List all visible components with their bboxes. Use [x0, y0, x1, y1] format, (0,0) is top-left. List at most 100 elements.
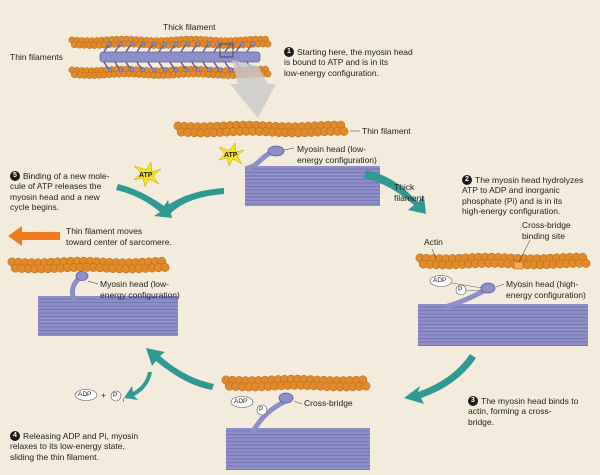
actin-bead	[361, 381, 371, 391]
actin-bead	[160, 262, 170, 272]
thick-filament-body	[226, 428, 370, 470]
step-1-text: Starting here, the myosin head is bound …	[284, 46, 413, 78]
label-thin-filaments: Thin filaments	[10, 52, 63, 62]
right-adp-bubble	[429, 275, 453, 287]
center-myosin-head	[267, 145, 285, 157]
right-site-leader	[518, 239, 531, 263]
myosin-head-tip	[162, 41, 168, 47]
myosin-head-tip	[129, 41, 135, 47]
released-pi-bubble	[110, 390, 122, 402]
arrow-step4-branch	[124, 372, 152, 400]
myosin-head-tip	[217, 67, 223, 73]
left-panel	[7, 226, 178, 336]
thick-filament-body	[38, 296, 178, 336]
bottom-pi-bubble	[256, 404, 268, 416]
right-panel	[415, 239, 591, 346]
label-pi-sub-released: i	[123, 398, 125, 404]
bottom-myosin-neck	[251, 399, 287, 433]
label-cross-bridge: Cross-bridge	[304, 398, 353, 408]
label-adp-released: ADP	[78, 391, 92, 398]
right-myosin-neck	[445, 287, 489, 309]
left-myosin-head	[75, 271, 89, 281]
released-products	[74, 161, 162, 402]
released-adp-bubble	[74, 389, 98, 401]
center-panel	[173, 120, 393, 206]
step-5-number: 5	[10, 170, 20, 181]
thick-filament-body	[245, 166, 380, 206]
top-myosin-heads	[103, 41, 256, 73]
label-adp-bottom: ADP	[234, 398, 248, 405]
label-thick-filament-center: Thick filament	[394, 182, 424, 203]
arrow-step2	[364, 170, 426, 214]
zoom-arrow	[230, 60, 276, 118]
label-myosin-low-left: Myosin head (low- energy configuration)	[100, 279, 180, 300]
thick-filament-body	[418, 304, 588, 346]
actin-bead	[339, 126, 349, 136]
step-1-number: 1	[284, 46, 294, 57]
left-atp-star	[133, 161, 162, 188]
step-4-number: 4	[10, 430, 20, 441]
right-pi-bubble	[455, 284, 467, 296]
top-thick-filament	[99, 51, 261, 63]
myosin-head-tip	[195, 41, 201, 47]
right-myosin-head	[480, 282, 496, 294]
bottom-adp-bubble	[230, 396, 254, 408]
bottom-actin	[221, 374, 371, 392]
arrow-step5	[116, 184, 172, 218]
myosin-head-tip	[151, 41, 157, 47]
label-atp-center: ATP	[224, 152, 238, 159]
myosin-head-tip	[184, 67, 190, 73]
right-binding-site	[513, 261, 524, 270]
arrow-step4	[146, 348, 214, 390]
orange-arrow	[8, 226, 60, 246]
bottom-panel	[221, 374, 371, 470]
center-thick-filament	[245, 166, 380, 206]
myosin-head-tip	[195, 67, 201, 73]
label-myosin-high: Myosin head (high- energy configuration)	[506, 279, 586, 300]
label-thick-filament-top: Thick filament	[163, 22, 216, 32]
label-pi-right: P	[458, 286, 463, 293]
myosin-head-tip	[129, 67, 135, 73]
myosin-head-tip	[184, 41, 190, 47]
myosin-head-tip	[239, 41, 245, 47]
myosin-head-tip	[162, 67, 168, 73]
bottom-bridge-leader	[293, 400, 303, 405]
myosin-head-tip	[173, 41, 179, 47]
label-pi-released: P	[113, 392, 118, 399]
right-actin	[415, 252, 591, 270]
myosin-head-tip	[107, 67, 113, 73]
right-actin-leader	[431, 248, 437, 259]
label-adp-right: ADP	[433, 277, 447, 284]
arrow-step3	[404, 354, 476, 404]
cycle-arrows	[116, 170, 476, 404]
left-actin	[7, 256, 170, 274]
bottom-thick-filament	[226, 428, 370, 470]
myosin-head-tip	[140, 41, 146, 47]
label-plus-released: +	[101, 390, 106, 400]
actin-bead	[264, 70, 272, 78]
myosin-head-tip	[250, 41, 256, 47]
label-thin-filament-center: Thin filament	[362, 126, 411, 136]
step-3-number: 3	[468, 395, 478, 406]
left-myosin-leader	[87, 280, 99, 285]
myosin-head-tip	[151, 67, 157, 73]
step-2-number: 2	[462, 174, 472, 185]
left-thick-filament	[38, 296, 178, 336]
step-3-text: The myosin head binds to actin, forming …	[468, 395, 579, 427]
bottom-myosin-head	[278, 392, 294, 404]
myosin-head-tip	[173, 67, 179, 73]
myosin-head-tip	[206, 41, 212, 47]
step-5-text: Binding of a new mole- cule of ATP relea…	[10, 170, 110, 213]
right-adp-leader	[451, 282, 483, 289]
label-binding-site: Cross-bridge binding site	[522, 220, 571, 241]
right-pi-leader	[465, 289, 483, 292]
myosin-head-tip	[206, 67, 212, 73]
label-atp-left: ATP	[139, 172, 153, 179]
actin-bead	[264, 40, 272, 48]
